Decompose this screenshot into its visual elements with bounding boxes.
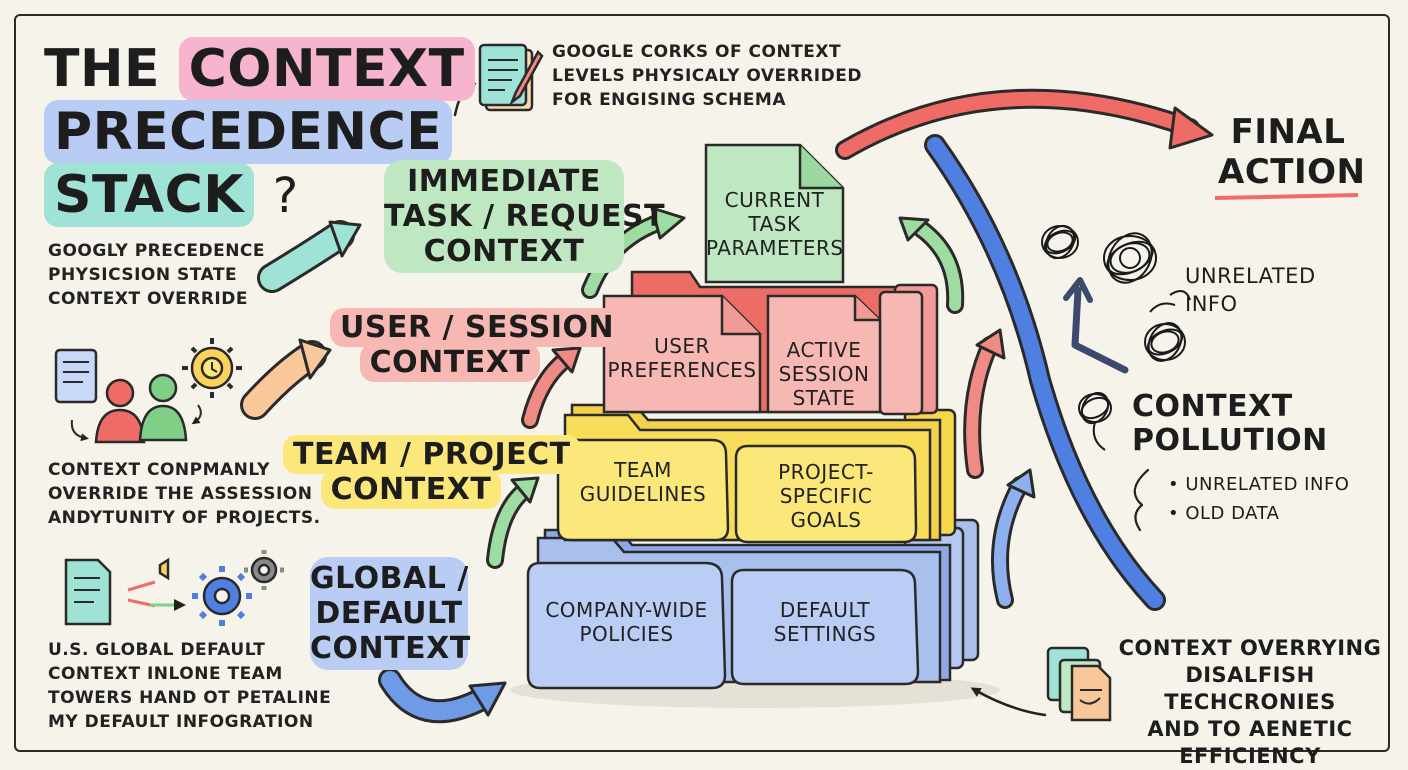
folder-active-session-line-1: ACTIVE — [786, 338, 862, 362]
folder-user-preferences-line-2: PREFERENCES — [607, 358, 757, 382]
context-pollution-line-1: CONTEXT — [1132, 389, 1293, 424]
pollution-bullet-list: • UNRELATED INFO • OLD DATA — [1168, 470, 1349, 528]
top-note-line-3: FOR ENGISING SCHEMA — [552, 90, 786, 110]
folder-current-task-line-1: CURRENT — [724, 188, 825, 212]
unrelated-info-label: UNRELATED INFO — [1185, 262, 1316, 318]
folder-active-session-line-2: SESSION — [778, 362, 870, 386]
context-pollution-label: CONTEXT POLLUTION — [1132, 390, 1328, 458]
unrelated-info-line-1: UNRELATED — [1185, 264, 1316, 288]
folder-active-session-label: ACTIVE SESSION STATE — [768, 338, 880, 410]
pollution-bullet-2-text: OLD DATA — [1185, 503, 1280, 524]
canvas-border — [14, 14, 1390, 752]
pollution-bullet-1: • UNRELATED INFO — [1168, 474, 1350, 495]
bottom-right-note-line-4: EFFICIENCY — [1179, 744, 1321, 768]
pollution-bullet-1-text: UNRELATED INFO — [1185, 474, 1350, 495]
top-note: GOOGLE CORKS OF CONTEXT LEVELS PHYSICALY… — [552, 40, 862, 112]
folder-default-settings-line-1: DEFAULT — [779, 598, 871, 622]
folder-team-guidelines-label: TEAM GUIDELINES — [558, 458, 728, 506]
current-task-document — [704, 143, 845, 284]
pollution-bullet-2: • OLD DATA — [1168, 503, 1280, 524]
page-title: THE CONTEXT PRECEDENCE STACK ? — [44, 37, 475, 228]
left-note-1-line-2: PHYSICSION STATE — [48, 265, 238, 285]
pollution-scribbles — [1041, 224, 1191, 451]
folder-user-preferences-line-1: USER — [654, 334, 710, 358]
level-user-line-1: USER / SESSION — [330, 308, 625, 347]
level-immediate-line-2: TASK / REQUEST — [384, 199, 666, 234]
final-action-line-2: ACTION — [1218, 152, 1366, 192]
folder-team-guidelines-line-2: GUIDELINES — [579, 482, 707, 506]
bottom-right-note-line-2: DISALFISH TECHCRONIES — [1164, 663, 1336, 714]
level-user-label: USER / SESSION CONTEXT — [330, 308, 625, 382]
level-immediate-line-1: IMMEDIATE — [407, 164, 601, 199]
level-team-line-2: CONTEXT — [320, 470, 502, 509]
project-goals-folder — [734, 444, 918, 544]
title-word-the: THE — [44, 39, 161, 99]
title-word-context: CONTEXT — [178, 37, 475, 101]
final-action-line-1: FINAL — [1230, 112, 1346, 152]
folder-project-goals-line-2: SPECIFIC — [779, 484, 873, 508]
folder-current-task-line-2: TASK — [748, 212, 801, 236]
team-people-icon — [54, 338, 242, 444]
bottom-right-note-line-3: AND TO AENETIC — [1147, 717, 1353, 741]
arrow-unrelated-up — [1071, 286, 1129, 374]
folder-current-task-line-3: PARAMETERS — [706, 236, 844, 260]
user-preferences-folder — [602, 294, 762, 414]
folder-active-session-line-3: STATE — [792, 386, 856, 410]
bottom-right-note: CONTEXT OVERRYING DISALFISH TECHCRONIES … — [1115, 635, 1385, 770]
level-global-line-1: GLOBAL / — [310, 561, 469, 596]
level-global-line-2: DEFAULT — [315, 596, 463, 631]
bottom-right-note-line-1: CONTEXT OVERRYING — [1118, 636, 1382, 660]
level-global-line-3: CONTEXT — [310, 631, 471, 666]
left-note-3-line-2: CONTEXT INLONE TEAM — [48, 664, 283, 684]
left-note-1: GOOGLY PRECEDENCE PHYSICSION STATE CONTE… — [48, 239, 265, 311]
final-action-label: FINAL ACTION — [1218, 112, 1366, 192]
folder-user-preferences-label: USER PREFERENCES — [604, 334, 760, 382]
folder-team-guidelines-line-1: TEAM — [614, 458, 672, 482]
folder-company-policies-line-2: POLICIES — [579, 622, 674, 646]
left-note-3-line-1: U.S. GLOBAL DEFAULT — [48, 640, 266, 660]
left-note-2-line-1: CONTEXT CONPMANLY — [48, 460, 270, 480]
company-policies-folder — [526, 561, 727, 690]
efficiency-document-icon — [1046, 646, 1112, 722]
active-session-folder — [766, 294, 882, 414]
folder-default-settings-label: DEFAULT SETTINGS — [732, 598, 918, 646]
level-immediate-line-3: CONTEXT — [423, 234, 585, 269]
global-settings-icon — [64, 550, 284, 626]
title-word-stack: STACK — [44, 163, 255, 227]
left-note-3-line-4: MY DEFAULT INFOGRATION — [48, 712, 314, 732]
folder-project-goals-label: PROJECT- SPECIFIC GOALS — [736, 460, 916, 532]
title-question-mark: ? — [272, 168, 299, 224]
left-note-1-line-3: CONTEXT OVERRIDE — [48, 289, 248, 309]
left-note-3: U.S. GLOBAL DEFAULT CONTEXT INLONE TEAM … — [48, 638, 331, 734]
left-note-3-line-3: TOWERS HAND OT PETALINE — [48, 688, 332, 708]
folder-company-policies-label: COMPANY-WIDE POLICIES — [528, 598, 725, 646]
folder-default-settings-line-2: SETTINGS — [773, 622, 877, 646]
context-pollution-line-2: POLLUTION — [1132, 423, 1328, 458]
default-settings-folder — [730, 568, 920, 686]
left-note-1-line-1: GOOGLY PRECEDENCE — [48, 241, 266, 261]
level-global-label: GLOBAL / DEFAULT CONTEXT — [310, 557, 471, 670]
level-team-line-1: TEAM / PROJECT — [283, 435, 581, 474]
left-note-2-line-3: ANDYTUNITY OF PROJECTS. — [48, 508, 321, 528]
title-word-precedence: PRECEDENCE — [44, 100, 453, 164]
final-action-underline — [1214, 193, 1359, 200]
left-note-2: CONTEXT CONPMANLY OVERRIDE THE ASSESSION… — [48, 458, 321, 530]
folder-current-task-label: CURRENT TASK PARAMETERS — [706, 188, 843, 260]
folder-company-policies-line-1: COMPANY-WIDE — [545, 598, 708, 622]
level-team-label: TEAM / PROJECT CONTEXT — [283, 435, 581, 509]
left-note-2-line-2: OVERRIDE THE ASSESSION — [48, 484, 313, 504]
level-user-line-2: CONTEXT — [359, 343, 541, 382]
folder-project-goals-line-1: PROJECT- — [778, 460, 874, 484]
unrelated-info-line-2: INFO — [1185, 292, 1238, 316]
folder-project-goals-line-3: GOALS — [790, 508, 862, 532]
top-note-line-2: LEVELS PHYSICALY OVERRIDED — [552, 66, 862, 86]
level-immediate-label: IMMEDIATE TASK / REQUEST CONTEXT — [384, 160, 666, 273]
notes-document-icon — [478, 43, 544, 112]
top-note-line-1: GOOGLE CORKS OF CONTEXT — [552, 42, 842, 62]
